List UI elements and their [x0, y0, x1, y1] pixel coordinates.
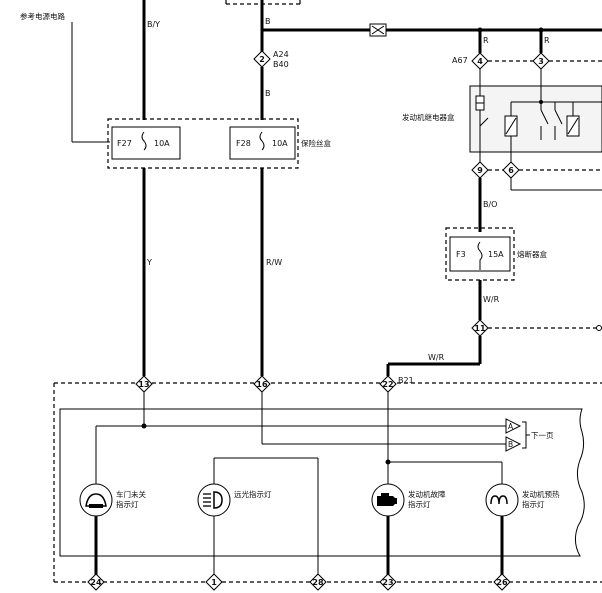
wire-label-b-mid: B: [265, 89, 271, 98]
wire-label-r2: R: [544, 36, 550, 45]
connector-a67: A67: [452, 56, 468, 65]
svg-text:1: 1: [211, 578, 217, 587]
wire-label-y: Y: [146, 258, 152, 267]
connector-b40: B40: [273, 60, 289, 69]
svg-text:2: 2: [259, 55, 265, 64]
fuse-f28-symbol: [259, 131, 265, 151]
svg-text:23: 23: [382, 578, 393, 587]
fuse-box2-label: 熔断器盒: [517, 249, 547, 259]
door-indicator-label-1: 车门未关: [116, 489, 146, 499]
connector-b21: B21: [398, 376, 414, 385]
wire-label-r1: R: [483, 36, 489, 45]
relay-box: [469, 85, 602, 153]
arrow-b-label: B: [508, 440, 513, 449]
wire-label-wr2: W/R: [428, 353, 445, 362]
pin-23: [379, 573, 397, 591]
preheat-label-2: 指示灯: [522, 499, 545, 509]
fuse-f3-id: F3: [456, 250, 466, 259]
pin-24: [87, 573, 105, 591]
arrow-a-label: A: [508, 422, 514, 431]
fuse-f27-id: F27: [117, 139, 132, 148]
fuse-f27-symbol: [141, 131, 147, 151]
fuse-box-label: 保险丝盒: [301, 138, 331, 148]
svg-text:26: 26: [496, 578, 508, 587]
fuse-f28-id: F28: [236, 139, 251, 148]
pin-1: [205, 573, 223, 591]
preheat-label-1: 发动机预热: [522, 489, 560, 499]
svg-text:4: 4: [477, 57, 483, 66]
connector-a24: A24: [273, 50, 289, 59]
wire-label-by: B/Y: [147, 20, 160, 29]
fuse-f3-rating: 15A: [488, 250, 504, 259]
high-beam-label: 远光指示灯: [234, 489, 272, 499]
fuse-box-outline: [107, 118, 299, 169]
relay-switch-0: [479, 117, 489, 127]
engine-fault-label-1: 发动机故障: [408, 489, 446, 499]
wire-label-bo: B/O: [483, 200, 497, 209]
engine-fault-label-2: 指示灯: [408, 499, 431, 509]
svg-text:16: 16: [256, 380, 268, 389]
svg-text:3: 3: [538, 57, 544, 66]
door-open-icon: [79, 483, 113, 517]
wire-label-b-top: B: [265, 17, 271, 26]
relay-switch-1: [540, 109, 549, 125]
wire-label-wr1: W/R: [483, 295, 500, 304]
meter-frame: [59, 408, 585, 557]
wire-label-rw: R/W: [266, 258, 282, 267]
fuse-f27: [111, 126, 181, 160]
arrow-b: [505, 436, 522, 452]
fuse-f28-rating: 10A: [272, 139, 288, 148]
fuse-f28: [229, 126, 296, 160]
pin-28: [309, 573, 327, 591]
svg-text:13: 13: [138, 380, 149, 389]
pin-26: [493, 573, 511, 591]
door-indicator-label-2: 指示灯: [116, 499, 139, 509]
relay-switch-2: [554, 109, 563, 125]
next-page-label: 下一页: [531, 431, 554, 440]
svg-text:11: 11: [474, 324, 486, 333]
ref-power-label: 参考电源电路: [20, 11, 65, 21]
svg-text:28: 28: [312, 578, 324, 587]
relay-box-label: 发动机继电器盒: [402, 112, 455, 122]
svg-text:22: 22: [382, 380, 393, 389]
svg-text:9: 9: [477, 166, 483, 175]
fuse-f27-rating: 10A: [154, 139, 170, 148]
svg-text:6: 6: [508, 166, 514, 175]
arrow-a: [505, 418, 522, 434]
fuse-f3-symbol: [477, 241, 483, 270]
svg-text:24: 24: [90, 578, 102, 587]
